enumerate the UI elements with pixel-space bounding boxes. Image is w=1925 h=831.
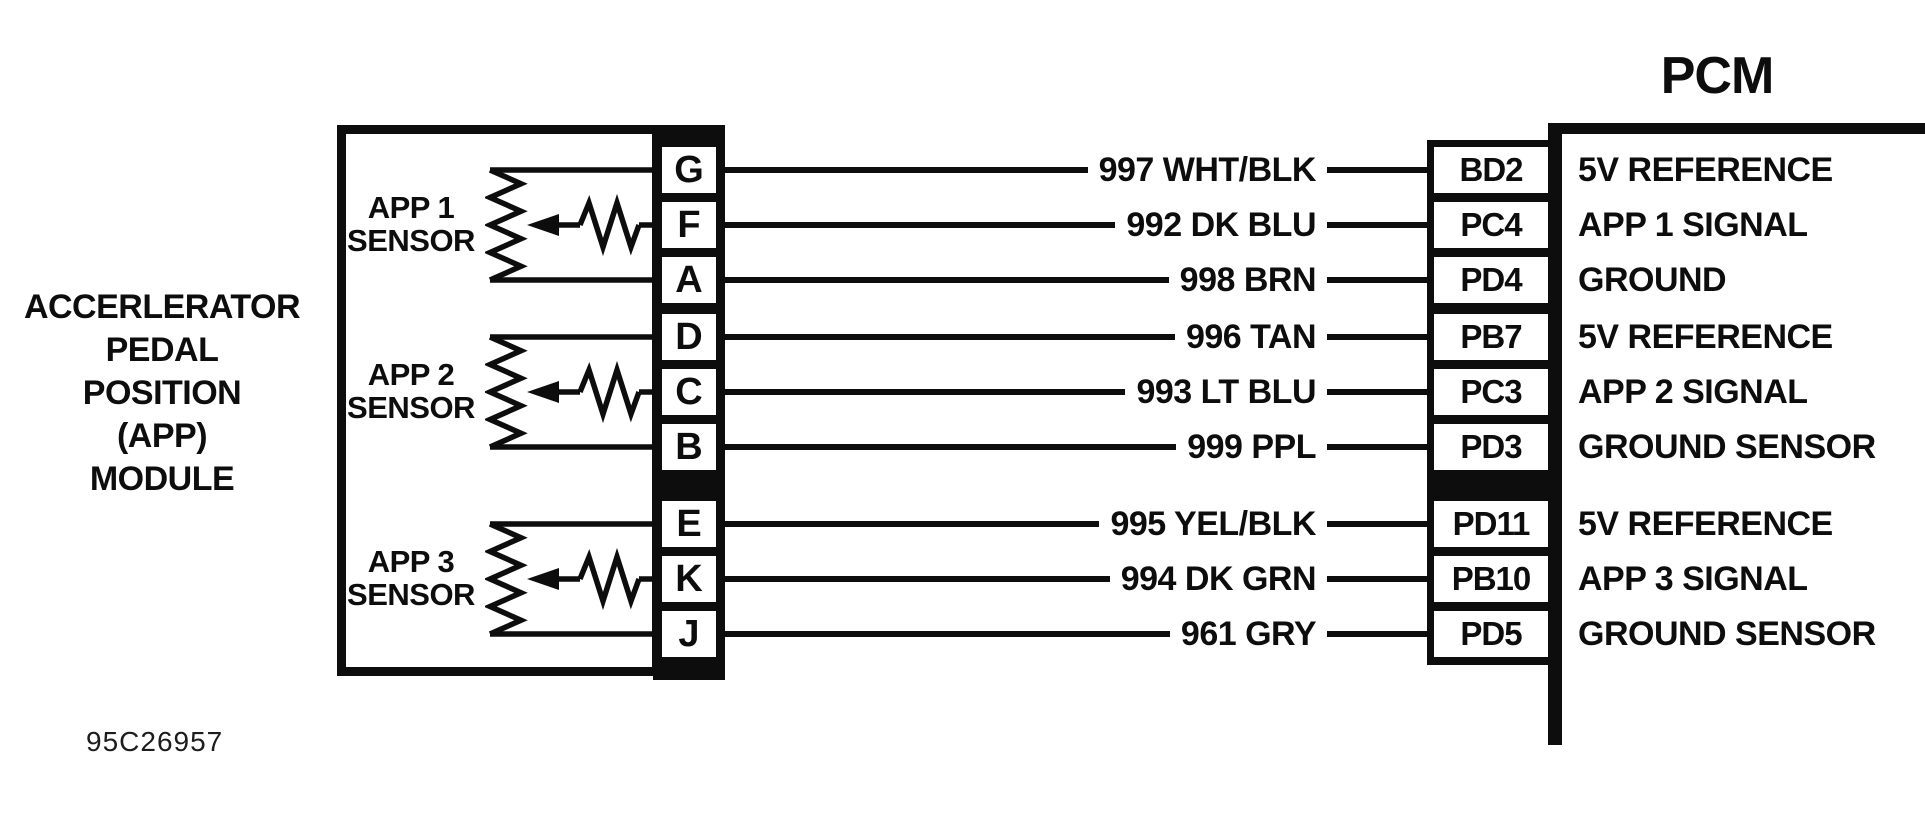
- wire-line: [1327, 521, 1427, 527]
- wire-row: 993 LT BLU: [723, 372, 1427, 411]
- module-pin-J: J: [662, 611, 716, 657]
- wire-line: [1327, 631, 1427, 637]
- wire-line: [1327, 277, 1427, 283]
- pcm-pin-PC3: PC3: [1434, 369, 1548, 415]
- wire-label: 997 WHT/BLK: [1098, 150, 1317, 189]
- pcm-pin-PD5: PD5: [1434, 611, 1548, 657]
- potentiometer-track-zigzag: [485, 167, 528, 283]
- document-code: 95C26957: [86, 726, 224, 757]
- wire-line: [1327, 222, 1427, 228]
- pcm-pin-BD2: BD2: [1434, 147, 1548, 193]
- module-pin-F: F: [662, 202, 716, 248]
- app3-sensor-label: APP 3 SENSOR: [330, 545, 492, 611]
- wiper-arrow-icon: [527, 381, 559, 403]
- module-caption-line: ACCERLERATOR: [23, 288, 301, 326]
- pcm-signal-label: GROUND: [1578, 261, 1727, 299]
- wiper-arrow-icon: [527, 568, 559, 590]
- module-pin-B: B: [662, 424, 716, 470]
- wire-line: [1327, 576, 1427, 582]
- wire-row: 998 BRN: [723, 260, 1427, 299]
- app1-sensor-label: APP 1 SENSOR: [330, 191, 492, 257]
- wire-line: [723, 222, 1116, 228]
- pcm-pin-PC4: PC4: [1434, 202, 1548, 248]
- wire-label: 999 PPL: [1187, 427, 1316, 466]
- module-pin-C: C: [662, 369, 716, 415]
- wiper-arrow-icon: [527, 214, 559, 236]
- wire-label: 995 YEL/BLK: [1110, 504, 1316, 543]
- pcm-signal-label: APP 3 SIGNAL: [1578, 560, 1808, 598]
- wire-row: 992 DK BLU: [723, 205, 1427, 244]
- pcm-signal-label: 5V REFERENCE: [1578, 151, 1833, 189]
- pcm-pin-PD3: PD3: [1434, 424, 1548, 470]
- module-pin-G: G: [662, 147, 716, 193]
- wire-line: [723, 444, 1177, 450]
- app1-potentiometer-symbol: [485, 167, 658, 283]
- pcm-signal-label: APP 2 SIGNAL: [1578, 373, 1808, 411]
- sensor-name-line: APP 1: [367, 190, 455, 225]
- module-pin-E: E: [662, 501, 716, 547]
- module-caption-line: (APP): [116, 417, 208, 455]
- wiper-resistor-zigzag: [577, 193, 642, 257]
- pcm-signal-label: GROUND SENSOR: [1578, 428, 1876, 466]
- module-caption-line: MODULE: [89, 460, 235, 498]
- wire-line: [723, 389, 1126, 395]
- sensor-name-line: SENSOR: [347, 390, 475, 425]
- pcm-pin-PD4: PD4: [1434, 257, 1548, 303]
- wire-line: [1327, 444, 1427, 450]
- app2-sensor-label: APP 2 SENSOR: [330, 358, 492, 424]
- pcm-top-border: [1548, 123, 1925, 134]
- pcm-signal-label: 5V REFERENCE: [1578, 318, 1833, 356]
- wire-row: 997 WHT/BLK: [723, 150, 1427, 189]
- potentiometer-track-zigzag: [485, 334, 528, 450]
- module-caption-line: PEDAL: [105, 331, 219, 369]
- wire-label: 993 LT BLU: [1136, 372, 1316, 411]
- wire-row: 961 GRY: [723, 614, 1427, 653]
- wiper-resistor-zigzag: [577, 547, 642, 611]
- wire-label: 996 TAN: [1185, 317, 1317, 356]
- wire-line: [1327, 334, 1427, 340]
- wire-line: [723, 576, 1110, 582]
- wire-label: 994 DK GRN: [1120, 559, 1317, 598]
- wire-line: [1327, 389, 1427, 395]
- module-caption-line: POSITION: [82, 374, 242, 412]
- wire-line: [723, 631, 1170, 637]
- wire-row: 996 TAN: [723, 317, 1427, 356]
- wire-line: [1327, 167, 1427, 173]
- sensor-name-line: APP 3: [367, 544, 455, 579]
- pcm-signal-label: GROUND SENSOR: [1578, 615, 1876, 653]
- pcm-pin-PD11: PD11: [1434, 501, 1548, 547]
- pcm-pin-PB10: PB10: [1434, 556, 1548, 602]
- wire-line: [723, 277, 1169, 283]
- app2-potentiometer-symbol: [485, 334, 658, 450]
- module-pin-D: D: [662, 314, 716, 360]
- pcm-signal-label: APP 1 SIGNAL: [1578, 206, 1808, 244]
- wire-label: 961 GRY: [1180, 614, 1317, 653]
- wire-row: 999 PPL: [723, 427, 1427, 466]
- potentiometer-track-zigzag: [485, 521, 528, 637]
- wire-line: [723, 167, 1088, 173]
- pcm-title: PCM: [1660, 47, 1775, 105]
- pcm-signal-label: 5V REFERENCE: [1578, 505, 1833, 543]
- wire-line: [723, 521, 1100, 527]
- sensor-name-line: SENSOR: [347, 223, 475, 258]
- wire-label: 992 DK BLU: [1126, 205, 1316, 244]
- module-pin-A: A: [662, 257, 716, 303]
- module-pin-K: K: [662, 556, 716, 602]
- sensor-name-line: APP 2: [367, 357, 455, 392]
- pcm-pin-PB7: PB7: [1434, 314, 1548, 360]
- app3-potentiometer-symbol: [485, 521, 658, 637]
- wire-line: [723, 334, 1175, 340]
- wire-row: 994 DK GRN: [723, 559, 1427, 598]
- wiper-resistor-zigzag: [577, 360, 642, 424]
- sensor-name-line: SENSOR: [347, 577, 475, 612]
- module-caption: ACCERLERATOR PEDAL POSITION (APP) MODULE: [12, 286, 312, 501]
- wire-row: 995 YEL/BLK: [723, 504, 1427, 543]
- wire-label: 998 BRN: [1179, 260, 1317, 299]
- pcm-left-border: [1548, 123, 1562, 745]
